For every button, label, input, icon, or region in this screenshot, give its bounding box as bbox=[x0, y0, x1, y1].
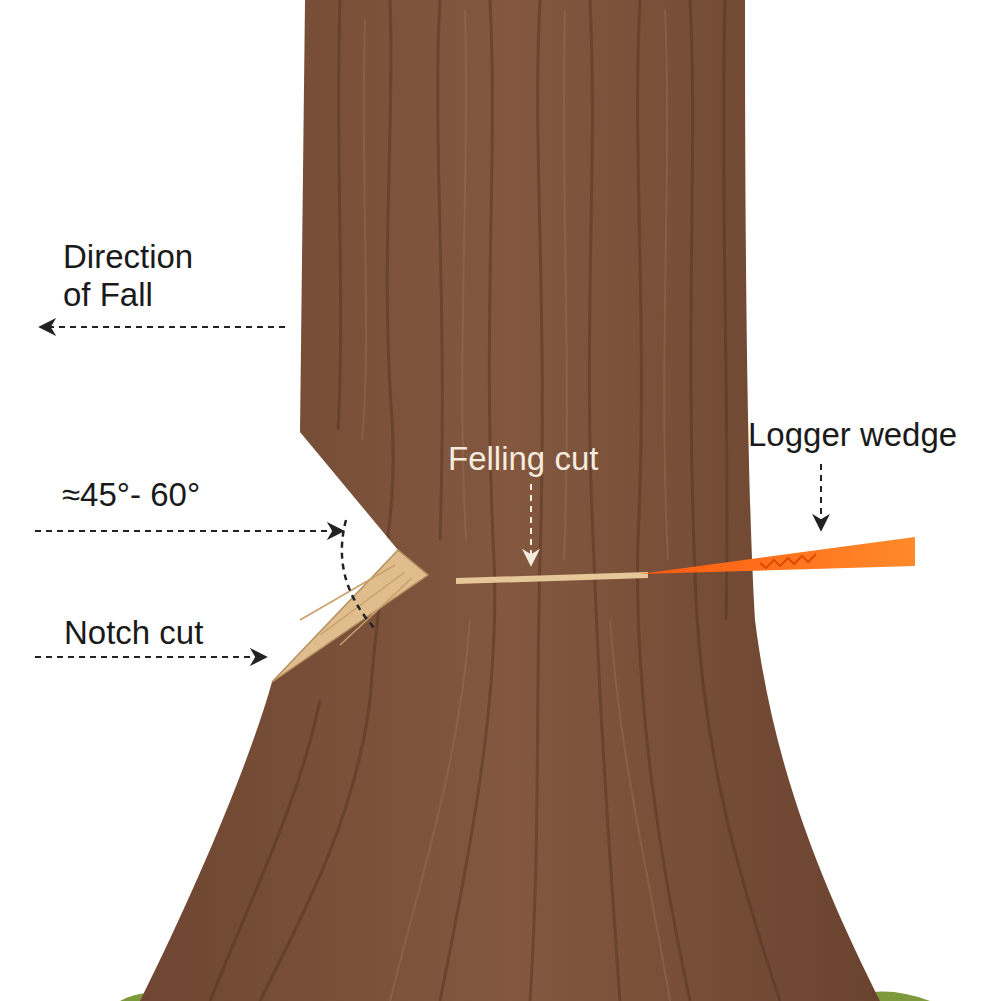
fall-arrow bbox=[40, 326, 285, 328]
felling-leader bbox=[530, 484, 532, 565]
direction-label: Direction of Fall bbox=[63, 238, 228, 314]
tree-trunk bbox=[140, 0, 880, 1001]
wedge-teeth bbox=[760, 554, 816, 568]
part-label: Felling cut bbox=[448, 440, 598, 478]
wood-grain bbox=[300, 565, 412, 645]
bark-highlight bbox=[362, 10, 670, 1001]
wedge-leader bbox=[820, 464, 822, 530]
logger-wedge bbox=[640, 537, 915, 574]
bark-texture bbox=[210, 0, 780, 1001]
part-label: Notch cut bbox=[64, 614, 203, 652]
angle-label: ≈45°- 60° bbox=[62, 476, 200, 514]
notch-leader bbox=[35, 656, 266, 658]
notch-face bbox=[272, 550, 428, 682]
angle-leader bbox=[35, 530, 343, 532]
felling-cut bbox=[456, 572, 648, 584]
part-label: Logger wedge bbox=[748, 416, 957, 454]
angle-arc bbox=[342, 520, 376, 630]
